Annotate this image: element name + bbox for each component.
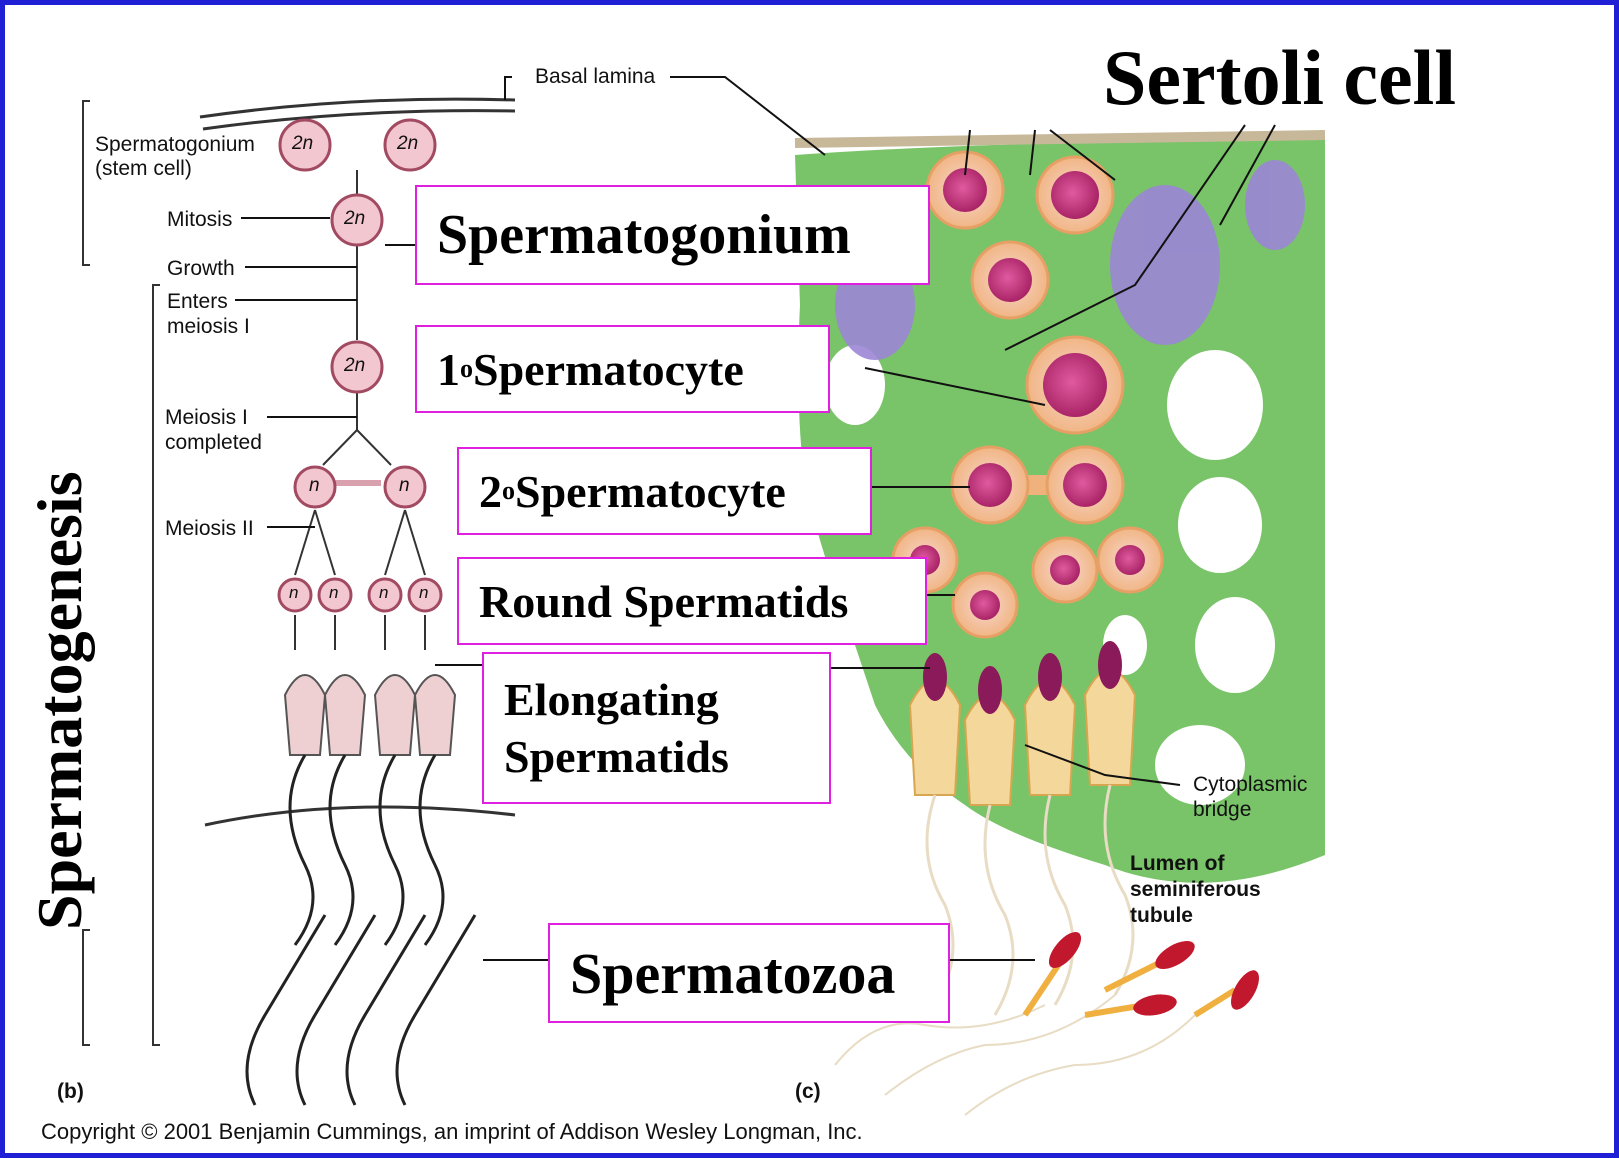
ploidy-label: 2n xyxy=(344,356,365,377)
enters-meiosis-text-2: meiosis I xyxy=(167,315,250,338)
panel-c-label: (c) xyxy=(795,1080,821,1103)
growth-text: Growth xyxy=(167,257,235,280)
spermatogenesis-title: Spermatogenesis xyxy=(23,471,97,930)
ploidy-label: n xyxy=(419,584,428,603)
meiosis-ii-text: Meiosis II xyxy=(165,517,254,540)
lumen-text-3: tubule xyxy=(1130,904,1193,927)
lumen-text-1: Lumen of xyxy=(1130,852,1225,875)
ploidy-label: n xyxy=(289,584,298,603)
basal-lamina-text: Basal lamina xyxy=(535,65,655,88)
enters-meiosis-text-1: Enters xyxy=(167,290,228,313)
ploidy-label: n xyxy=(309,476,320,497)
stem-cell-text-2: (stem cell) xyxy=(95,157,192,180)
schematic-spermatids xyxy=(285,675,455,755)
meiosis-completed-text-1: Meiosis I xyxy=(165,406,248,429)
ploidy-label: n xyxy=(379,584,388,603)
cytoplasmic-bridge-text-1: Cytoplasmic xyxy=(1193,773,1307,796)
ploidy-label: n xyxy=(329,584,338,603)
mitosis-text: Mitosis xyxy=(167,208,232,231)
label-spermatogonium: Spermatogonium xyxy=(415,185,930,285)
sertoli-cell-title: Sertoli cell xyxy=(1103,33,1456,123)
label-elongating-spermatids: Elongating Spermatids xyxy=(482,652,831,804)
lumen-text-2: seminiferous xyxy=(1130,878,1261,901)
cytoplasmic-bridge-text-2: bridge xyxy=(1193,798,1251,821)
stem-cell-text-1: Spermatogonium xyxy=(95,133,255,156)
ploidy-label: 2n xyxy=(292,134,313,155)
tissue-primary-spermatocyte xyxy=(1027,337,1123,433)
label-spermatozoa: Spermatozoa xyxy=(548,923,950,1023)
panel-b-label: (b) xyxy=(57,1080,84,1103)
copyright-text: Copyright © 2001 Benjamin Cummings, an i… xyxy=(41,1120,863,1144)
ploidy-label: 2n xyxy=(397,134,418,155)
label-round-spermatids: Round Spermatids xyxy=(457,557,927,645)
meiosis-completed-text-2: completed xyxy=(165,431,262,454)
ploidy-label: n xyxy=(399,476,410,497)
ploidy-label: 2n xyxy=(344,209,365,230)
